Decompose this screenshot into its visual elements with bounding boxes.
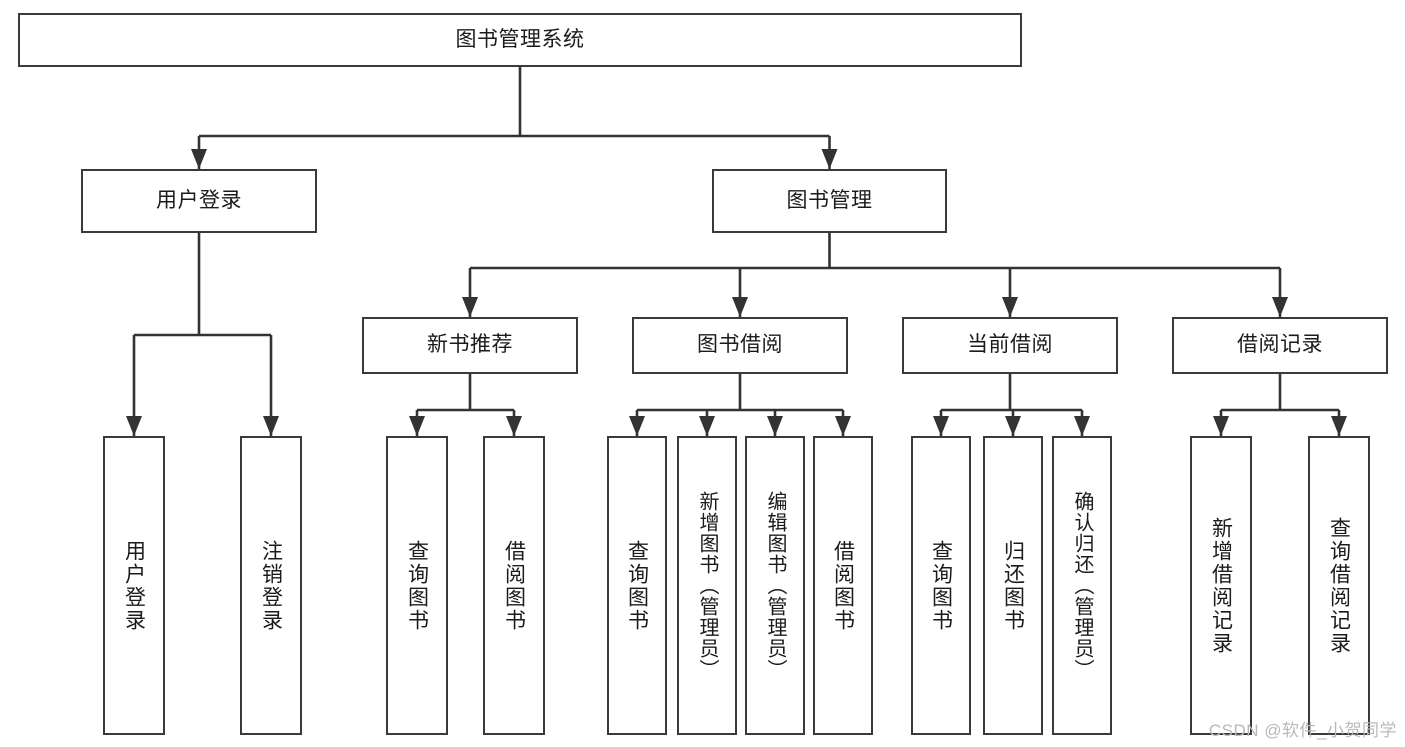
- connector-lines: [126, 67, 1347, 436]
- arrow-head-icon: [263, 416, 279, 436]
- node-label: 用户登录: [156, 188, 242, 212]
- node-leaf-user-login[interactable]: 用户登录: [103, 436, 165, 735]
- node-label: 新增图书（管理员）: [696, 491, 718, 680]
- arrow-head-icon: [1002, 297, 1018, 317]
- node-leaf-borrow-add[interactable]: 新增图书（管理员）: [677, 436, 737, 735]
- node-root[interactable]: 图书管理系统: [18, 13, 1022, 67]
- arrow-head-icon: [1272, 297, 1288, 317]
- node-leaf-record-add[interactable]: 新增借阅记录: [1190, 436, 1252, 735]
- node-label: 查询图书: [405, 539, 429, 632]
- node-leaf-new-query[interactable]: 查询图书: [386, 436, 448, 735]
- node-leaf-new-borrow[interactable]: 借阅图书: [483, 436, 545, 735]
- arrow-head-icon: [409, 416, 425, 436]
- node-login[interactable]: 用户登录: [81, 169, 317, 233]
- node-label: 图书管理系统: [455, 27, 585, 51]
- node-label: 归还图书: [1001, 539, 1025, 632]
- node-leaf-borrow-do[interactable]: 借阅图书: [813, 436, 873, 735]
- node-label: 查询借阅记录: [1327, 516, 1351, 655]
- node-label: 图书借阅: [697, 333, 783, 357]
- node-label: 新书推荐: [427, 333, 513, 357]
- node-leaf-current-query[interactable]: 查询图书: [911, 436, 971, 735]
- node-label: 查询图书: [625, 539, 649, 632]
- arrow-head-icon: [933, 416, 949, 436]
- node-label: 查询图书: [929, 539, 953, 632]
- arrow-head-icon: [629, 416, 645, 436]
- node-leaf-borrow-edit[interactable]: 编辑图书（管理员）: [745, 436, 805, 735]
- arrow-head-icon: [821, 149, 838, 169]
- arrow-head-icon: [767, 416, 783, 436]
- node-label: 借阅图书: [831, 539, 855, 632]
- node-label: 借阅记录: [1237, 333, 1323, 357]
- node-newbook[interactable]: 新书推荐: [362, 317, 578, 374]
- arrow-head-icon: [1005, 416, 1021, 436]
- node-borrow[interactable]: 图书借阅: [632, 317, 848, 374]
- arrow-head-icon: [699, 416, 715, 436]
- node-record[interactable]: 借阅记录: [1172, 317, 1388, 374]
- watermark: CSDN @软件_小贺同学: [1208, 721, 1397, 740]
- node-leaf-borrow-query[interactable]: 查询图书: [607, 436, 667, 735]
- node-leaf-current-confirm[interactable]: 确认归还（管理员）: [1052, 436, 1112, 735]
- node-books[interactable]: 图书管理: [712, 169, 947, 233]
- node-label: 新增借阅记录: [1209, 516, 1233, 655]
- node-leaf-user-logout[interactable]: 注销登录: [240, 436, 302, 735]
- node-label: 用户登录: [122, 539, 146, 632]
- arrow-head-icon: [732, 297, 748, 317]
- arrow-head-icon: [1213, 416, 1229, 436]
- node-leaf-current-return[interactable]: 归还图书: [983, 436, 1043, 735]
- node-leaf-record-query[interactable]: 查询借阅记录: [1308, 436, 1370, 735]
- node-label: 图书管理: [786, 188, 873, 212]
- node-label: 注销登录: [259, 539, 283, 632]
- node-label: 借阅图书: [502, 539, 526, 632]
- node-label: 编辑图书（管理员）: [764, 491, 786, 680]
- node-current[interactable]: 当前借阅: [902, 317, 1118, 374]
- node-label: 当前借阅: [967, 333, 1053, 357]
- arrow-head-icon: [835, 416, 851, 436]
- arrow-head-icon: [1331, 416, 1347, 436]
- arrow-head-icon: [462, 297, 478, 317]
- arrow-head-icon: [191, 149, 207, 169]
- arrow-head-icon: [1074, 416, 1090, 436]
- arrow-head-icon: [126, 416, 142, 436]
- arrow-head-icon: [506, 416, 522, 436]
- node-label: 确认归还（管理员）: [1071, 491, 1093, 680]
